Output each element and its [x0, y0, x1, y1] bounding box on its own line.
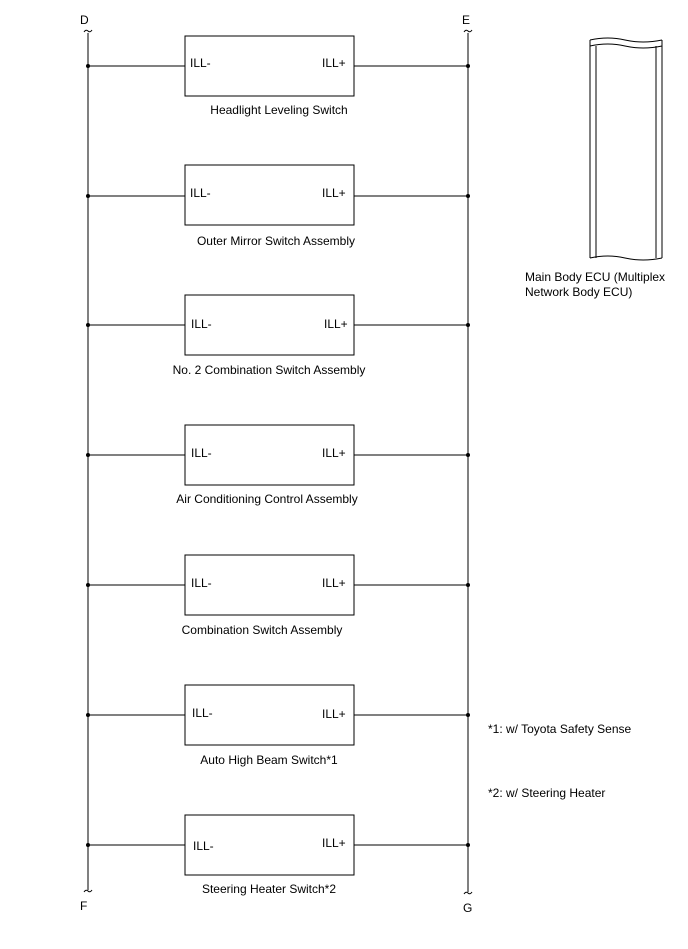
- wire-break-bottom-right: [463, 891, 473, 895]
- component-label: Auto High Beam Switch*1: [200, 753, 338, 767]
- junction-dot-left: [86, 713, 90, 717]
- component-label: Steering Heater Switch*2: [202, 882, 336, 896]
- bus-label-f: F: [80, 899, 87, 913]
- component-steering-heater-switch: ILL- ILL+ Steering Heater Switch*2: [86, 814, 470, 896]
- pin-ill-minus: ILL-: [191, 317, 212, 331]
- ecu-break-top: [589, 37, 663, 43]
- note-2: *2: w/ Steering Heater: [488, 786, 605, 800]
- pin-ill-plus: ILL+: [322, 186, 346, 200]
- ecu-break-top-inner: [589, 43, 663, 49]
- junction-dot-left: [86, 323, 90, 327]
- pin-ill-minus: ILL-: [193, 839, 214, 853]
- note-1: *1: w/ Toyota Safety Sense: [488, 722, 632, 736]
- pin-ill-plus: ILL+: [322, 446, 346, 460]
- junction-dot-left: [86, 194, 90, 198]
- junction-dot-right: [466, 843, 470, 847]
- pin-ill-minus: ILL-: [191, 576, 212, 590]
- wire-break-bottom-left: [83, 889, 93, 893]
- component-headlight-leveling-switch: ILL- ILL+ Headlight Leveling Switch: [86, 35, 470, 117]
- component-combination-switch-assembly: ILL- ILL+ Combination Switch Assembly: [86, 554, 470, 637]
- main-body-ecu: Main Body ECU (Multiplex Network Body EC…: [525, 37, 665, 299]
- junction-dot-right: [466, 323, 470, 327]
- component-outer-mirror-switch-assembly: ILL- ILL+ Outer Mirror Switch Assembly: [86, 164, 470, 248]
- junction-dot-right: [466, 453, 470, 457]
- component-auto-high-beam-switch: ILL- ILL+ Auto High Beam Switch*1: [86, 684, 470, 767]
- ecu-label-line1: Main Body ECU (Multiplex: [525, 270, 665, 284]
- component-label: Outer Mirror Switch Assembly: [197, 234, 355, 248]
- junction-dot-right: [466, 713, 470, 717]
- junction-dot-left: [86, 583, 90, 587]
- pin-ill-plus: ILL+: [322, 56, 346, 70]
- junction-dot-left: [86, 453, 90, 457]
- component-box: [184, 424, 355, 486]
- component-box: [184, 814, 355, 876]
- component-box: [184, 684, 355, 746]
- component-box: [184, 164, 355, 226]
- component-box: [184, 294, 355, 356]
- junction-dot-left: [86, 843, 90, 847]
- ecu-break-bottom: [589, 255, 663, 261]
- bus-label-e: E: [462, 13, 470, 27]
- component-label: Air Conditioning Control Assembly: [176, 492, 357, 506]
- wire-break-top-left: [83, 29, 93, 33]
- component-no2-combination-switch-assembly: ILL- ILL+ No. 2 Combination Switch Assem…: [86, 294, 470, 377]
- pin-ill-minus: ILL-: [191, 446, 212, 460]
- ecu-label-line2: Network Body ECU): [525, 285, 632, 299]
- component-label: No. 2 Combination Switch Assembly: [173, 363, 366, 377]
- wire-break-top-right: [463, 29, 473, 33]
- component-box: [184, 35, 355, 97]
- component-label: Combination Switch Assembly: [182, 623, 343, 637]
- pin-ill-plus: ILL+: [322, 707, 346, 721]
- component-label: Headlight Leveling Switch: [210, 103, 347, 117]
- junction-dot-right: [466, 194, 470, 198]
- junction-dot-right: [466, 583, 470, 587]
- bus-label-g: G: [463, 901, 472, 915]
- pin-ill-minus: ILL-: [192, 706, 213, 720]
- component-box: [184, 554, 355, 616]
- junction-dot-left: [86, 64, 90, 68]
- pin-ill-plus: ILL+: [322, 576, 346, 590]
- pin-ill-plus: ILL+: [324, 317, 348, 331]
- bus-label-d: D: [80, 13, 89, 27]
- junction-dot-right: [466, 64, 470, 68]
- component-air-conditioning-control-assembly: ILL- ILL+ Air Conditioning Control Assem…: [86, 424, 470, 506]
- component-list: ILL- ILL+ Headlight Leveling Switch ILL-…: [86, 35, 470, 896]
- pin-ill-plus: ILL+: [322, 836, 346, 850]
- pin-ill-minus: ILL-: [190, 56, 211, 70]
- pin-ill-minus: ILL-: [190, 186, 211, 200]
